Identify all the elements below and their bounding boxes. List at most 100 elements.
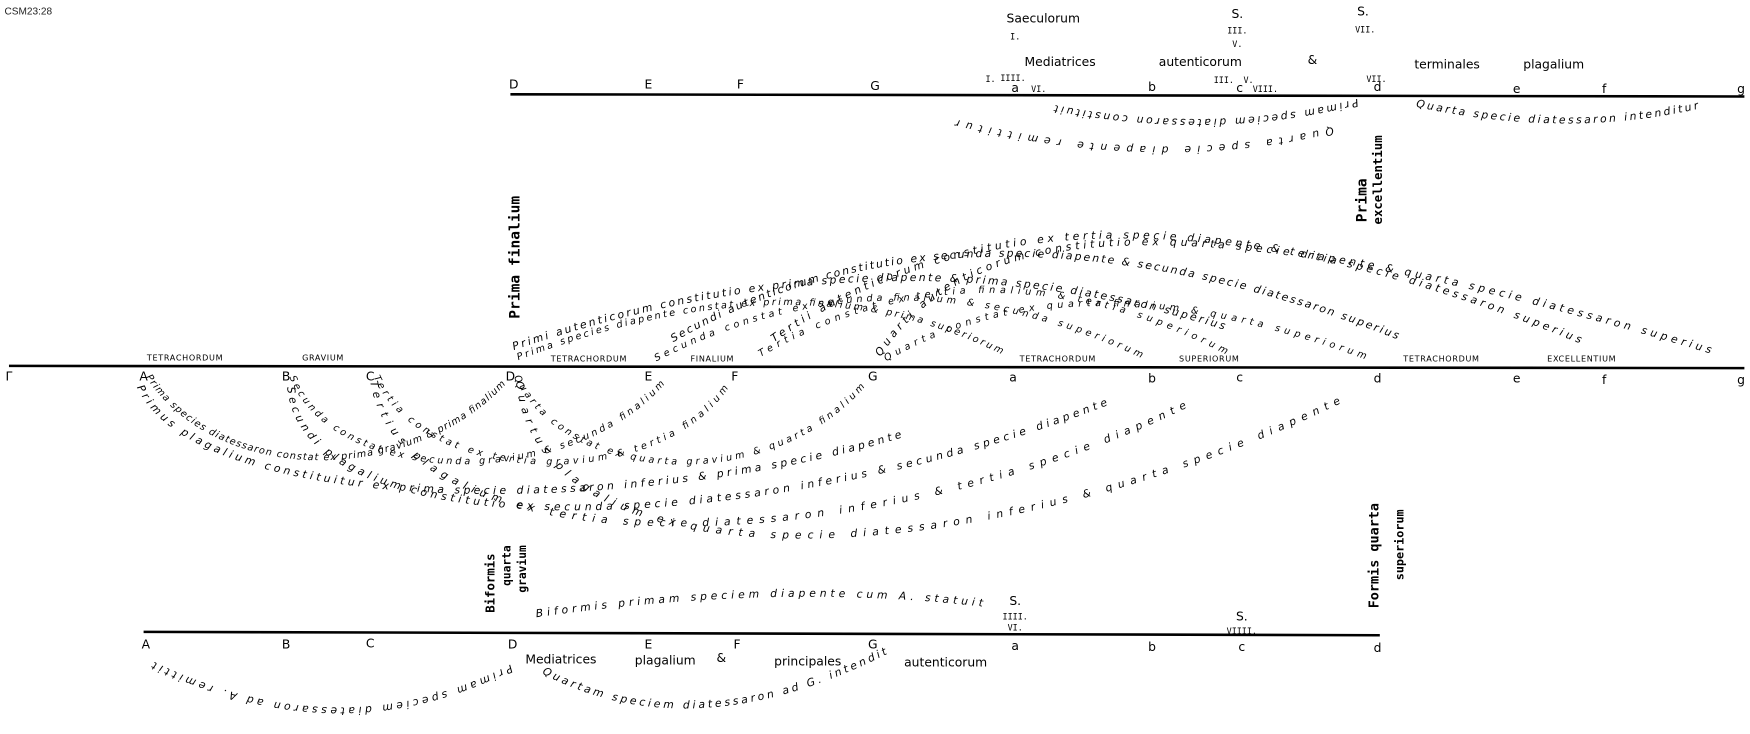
heading-word: principales	[774, 655, 841, 669]
tetrachord-label: TETRACHORDUM	[1019, 354, 1096, 363]
prima-finalium-label: Prima finalium	[506, 196, 523, 319]
note-letter: F	[737, 78, 744, 92]
heading-word: terminales	[1414, 57, 1480, 71]
note-letter: e	[1513, 372, 1521, 386]
heading-word: autenticorum	[1159, 55, 1242, 69]
note-letter: a	[1011, 639, 1019, 653]
intend-line-top-text: Quarta specie diatessaron intenditur	[1415, 97, 1700, 127]
note-letter: D	[506, 369, 515, 383]
biformis-line: Biformis primam speciem diapente cum A. …	[535, 587, 985, 620]
note-letter: C	[366, 369, 375, 383]
note-letter: e	[1513, 82, 1521, 96]
top-staff: Saeculorum I. S. III. V. S. VII. Mediatr…	[509, 5, 1745, 225]
note-letter: c	[1238, 640, 1245, 654]
heading-word: autenticorum	[904, 656, 987, 670]
tetrachord-label: TETRACHORDUM	[550, 354, 627, 363]
biformis-label: Biformis	[484, 553, 498, 612]
remit-line-upper: Primam speciem diatessaron constituit	[1052, 96, 1360, 129]
tone-mark: VI.	[1031, 84, 1046, 94]
intend-line-top: Quarta specie diatessaron intenditur	[1415, 97, 1700, 127]
note-letter: D	[509, 78, 518, 92]
tone-mark: V.	[1232, 39, 1242, 49]
heading-word: &	[717, 651, 727, 665]
note-letter: b	[1148, 80, 1156, 94]
diatessaron-species: Quarta constat ex quarta gravium & quart…	[511, 373, 867, 467]
note-letter: F	[731, 369, 738, 383]
note-letter: G	[868, 638, 878, 652]
diapente-species: Tertia constat ex tertia finalium & tert…	[757, 285, 1230, 360]
s-mark: S.	[1009, 594, 1021, 608]
note-letter: d	[1374, 80, 1382, 94]
note-letter: D	[508, 638, 517, 652]
note-letter: a	[1011, 81, 1019, 95]
note-letter: Γ	[6, 369, 13, 383]
s-mark: S.	[1236, 610, 1248, 624]
note-letter: E	[644, 369, 652, 383]
remit-line-bottom: Primam speciem diatessaron ad A. remitti…	[149, 659, 515, 718]
s-mark: S.	[1231, 7, 1243, 21]
tetrachord-label: FINALIUM	[691, 354, 735, 363]
diatessaron-species-text: Quarta constat ex quarta gravium & quart…	[511, 373, 867, 467]
note-letter: a	[1009, 371, 1017, 385]
prima-excellentium-label: Prima	[1353, 178, 1370, 222]
top-staff-line	[510, 92, 1745, 98]
saeculorum-tone-mark: I.	[1010, 31, 1020, 41]
tone-mark: III.	[1214, 75, 1234, 85]
prima-excellentium-label: excellentium	[1371, 135, 1385, 224]
tetrachord-label: TETRACHORDUM	[1402, 354, 1479, 363]
tone-mark: VIII.	[1253, 84, 1278, 94]
note-letter: g	[1737, 373, 1745, 387]
note-letter: A	[139, 369, 148, 383]
tetrachord-label: TETRACHORDUM	[146, 353, 223, 362]
heading-word: Mediatrices	[1025, 55, 1096, 69]
note-letter: E	[644, 638, 652, 652]
main-staff: Prima finalium Primi autenticorum consti…	[6, 196, 1745, 542]
note-letter: b	[1148, 372, 1156, 386]
note-letter: f	[1602, 373, 1607, 387]
tone-mark: III.	[1227, 26, 1247, 36]
note-letter: G	[870, 79, 880, 93]
note-letter: b	[1148, 640, 1156, 654]
tone-mark: IIII.	[1003, 612, 1028, 622]
tetrachord-label: GRAVIUM	[302, 353, 344, 362]
note-letter: E	[644, 78, 652, 92]
s-mark: S.	[1357, 5, 1369, 19]
tetrachord-label: SUPERIORUM	[1179, 354, 1239, 363]
note-letter: d	[1374, 372, 1382, 386]
biformis-label: quarta	[500, 545, 513, 586]
note-letter: B	[282, 369, 290, 383]
note-letter: F	[733, 638, 740, 652]
tone-mark: VIIII.	[1227, 626, 1257, 636]
catalog-code: CSM23:28	[4, 7, 52, 18]
biformis-line-text: Biformis primam speciem diapente cum A. …	[535, 587, 985, 620]
tone-mark: IIII.	[1000, 73, 1025, 83]
note-letter: C	[366, 637, 375, 651]
heading-word: plagalium	[635, 653, 696, 667]
tone-mark: VII.	[1366, 74, 1386, 84]
formis-label: Formis quarta	[1367, 503, 1383, 608]
tone-mark: I.	[985, 74, 995, 84]
tone-mark: VI.	[1008, 623, 1023, 633]
note-letter: G	[868, 369, 878, 383]
tetrachord-label: EXCELLENTIUM	[1547, 354, 1616, 363]
remit-line-upper-text: Primam speciem diatessaron constituit	[1052, 96, 1360, 129]
formis-label: superiorum	[1392, 509, 1406, 580]
heading-word: Mediatrices	[525, 652, 596, 666]
diapente-species-text: Tertia constat ex tertia finalium & tert…	[757, 285, 1230, 360]
tone-mark: V.	[1243, 75, 1253, 85]
note-letter: B	[282, 638, 290, 652]
biformis-label: gravium	[516, 545, 529, 593]
heading-word: plagalium	[1523, 57, 1584, 71]
note-letter: f	[1602, 82, 1607, 96]
saeculorum-label: Saeculorum	[1007, 11, 1080, 25]
note-letter: d	[1374, 641, 1382, 655]
main-staff-line	[8, 364, 1745, 370]
note-letter: g	[1737, 82, 1745, 96]
note-letter: c	[1236, 371, 1243, 385]
remit-line-bottom-text: Primam speciem diatessaron ad A. remitti…	[149, 659, 515, 718]
tone-mark: VII.	[1355, 25, 1375, 35]
note-letter: A	[142, 638, 151, 652]
bottom-staff-line	[143, 630, 1380, 637]
heading-word: &	[1308, 53, 1318, 67]
